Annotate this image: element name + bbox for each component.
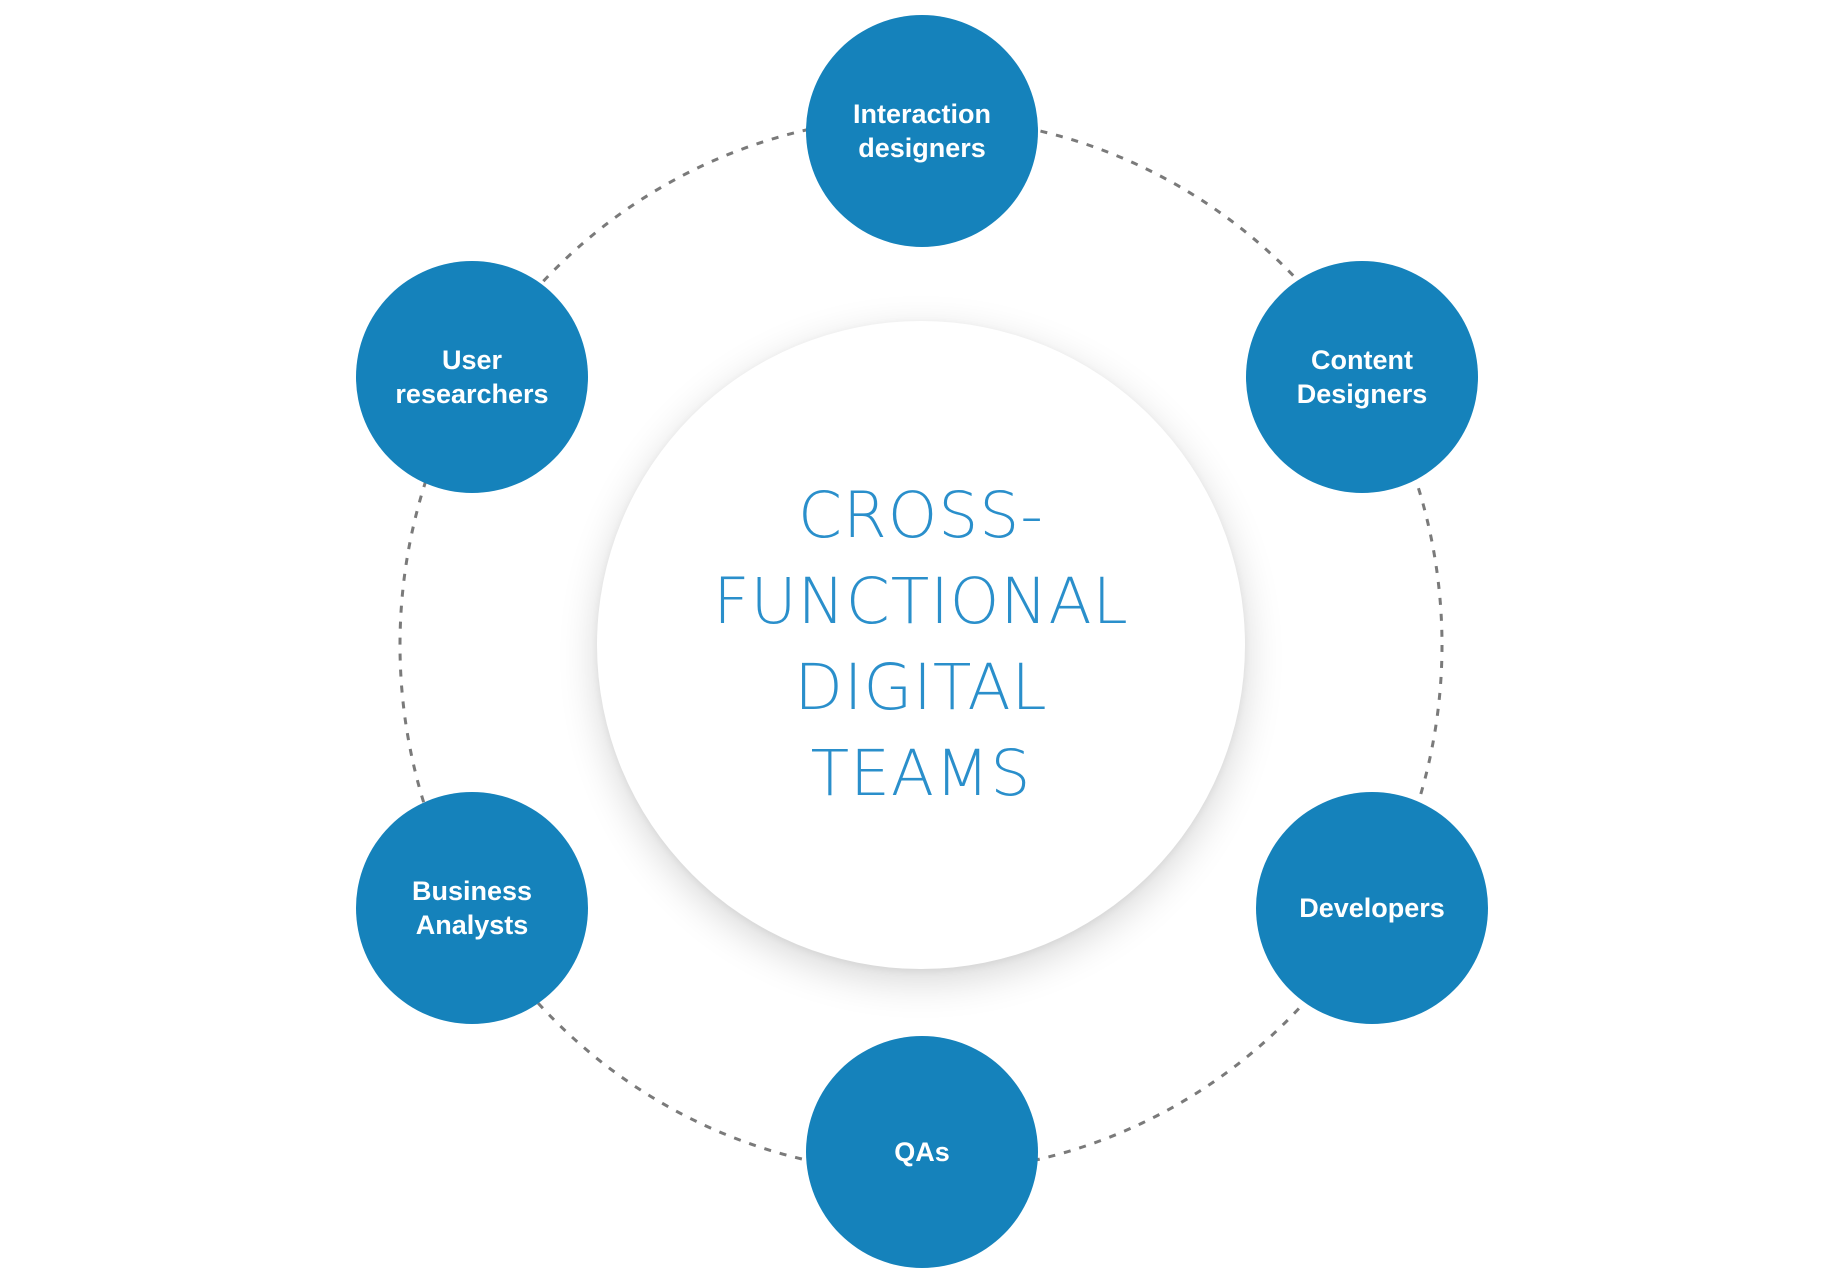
role-label: Business Analysts [411,876,533,940]
role-label: User researchers [395,345,549,409]
role-node-interaction-designers: Interaction designers [806,15,1038,247]
role-label: QAs [894,1137,950,1167]
role-node-content-designers: Content Designers [1246,261,1478,493]
role-label: Developers [1299,893,1445,923]
role-label: Interaction designers [852,99,992,163]
role-label: Content Designers [1296,345,1428,409]
role-node-qas: QAs [806,1036,1038,1268]
role-node-business-analysts: Business Analysts [356,792,588,1024]
role-node-developers: Developers [1256,792,1488,1024]
diagram-title: CROSS- FUNCTIONAL DIGITAL TEAMS [713,479,1129,810]
center-hub: CROSS- FUNCTIONAL DIGITAL TEAMS [597,321,1245,969]
role-node-user-researchers: User researchers [356,261,588,493]
